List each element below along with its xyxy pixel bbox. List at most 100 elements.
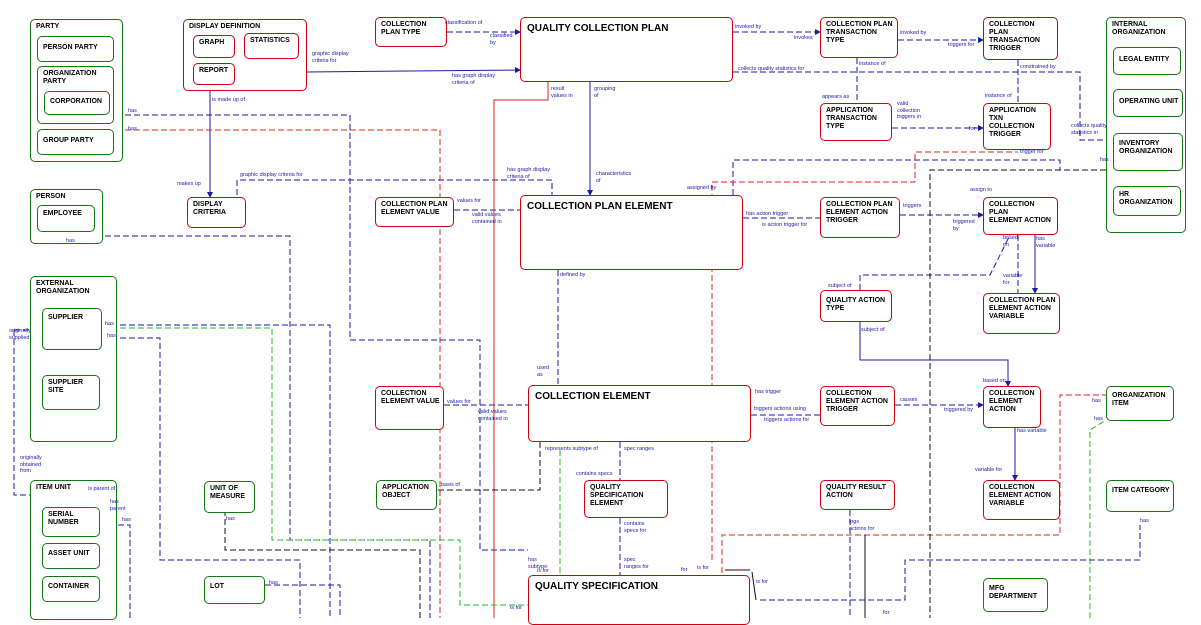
- rel-label: basis of: [441, 482, 460, 488]
- collection-element-value-box[interactable]: COLLECTION ELEMENT VALUE: [375, 386, 444, 430]
- application-txn-collection-trigger-box[interactable]: APPLICATION TXN COLLECTION TRIGGER: [983, 103, 1051, 150]
- rel-label: makes up: [177, 181, 201, 187]
- legal-entity-box[interactable]: LEGAL ENTITY: [1113, 47, 1181, 75]
- application-object-label: APPLICATION OBJECT: [382, 484, 429, 499]
- rel-label: valid collection triggers in: [897, 101, 922, 120]
- quality-action-type-box[interactable]: QUALITY ACTION TYPE: [820, 290, 892, 322]
- collection-element-action-box[interactable]: COLLECTION ELEMENT ACTION: [983, 386, 1041, 428]
- supplier-box[interactable]: SUPPLIER: [42, 308, 102, 350]
- legal-entity-label: LEGAL ENTITY: [1119, 56, 1170, 63]
- rel-label: triggers: [903, 203, 922, 209]
- rel-label: triggered by: [944, 407, 974, 413]
- asset-unit-label: ASSET UNIT: [48, 550, 90, 557]
- supplier-site-box[interactable]: SUPPLIER SITE: [42, 375, 100, 410]
- graph-box[interactable]: GRAPH: [193, 35, 235, 58]
- mfg-department-box[interactable]: MFG DEPARTMENT: [983, 578, 1048, 612]
- rel-label: has variable: [1036, 236, 1056, 249]
- rel-label: originally obtained from: [20, 455, 42, 474]
- collection-plan-transaction-trigger-box[interactable]: COLLECTION PLAN TRANSACTION TRIGGER: [983, 17, 1058, 60]
- rel-label: subject of: [828, 283, 852, 289]
- inventory-organization-box[interactable]: INVENTORY ORGANIZATION: [1113, 133, 1183, 171]
- collection-plan-transaction-type-box[interactable]: COLLECTION PLAN TRANSACTION TYPE: [820, 17, 898, 58]
- rel-label: has: [1092, 398, 1101, 404]
- collection-plan-element-box[interactable]: COLLECTION PLAN ELEMENT: [520, 195, 743, 270]
- employee-label: EMPLOYEE: [43, 210, 82, 217]
- hr-organization-box[interactable]: HR ORGANIZATION: [1113, 186, 1181, 216]
- collection-element-action-variable-box[interactable]: COLLECTION ELEMENT ACTION VARIABLE: [983, 480, 1060, 520]
- rel-label: causes: [900, 397, 918, 403]
- rel-label: originally supplied: [9, 328, 31, 341]
- person-party-label: PERSON PARTY: [43, 44, 98, 51]
- display-criteria-label: DISPLAY CRITERIA: [193, 201, 227, 216]
- rel-label: triggered by: [953, 219, 975, 232]
- rel-label: invoked by: [900, 30, 927, 36]
- rel-label: is action trigger for: [762, 222, 808, 228]
- collection-plan-element-action-variable-box[interactable]: COLLECTION PLAN ELEMENT ACTION VARIABLE: [983, 293, 1060, 334]
- employee-box[interactable]: EMPLOYEE: [37, 205, 95, 232]
- collection-plan-type-label: COLLECTION PLAN TYPE: [381, 21, 427, 36]
- quality-collection-plan-box[interactable]: QUALITY COLLECTION PLAN: [520, 17, 733, 82]
- inventory-organization-label: INVENTORY ORGANIZATION: [1119, 140, 1173, 155]
- application-object-box[interactable]: APPLICATION OBJECT: [376, 480, 437, 510]
- rel-label: values for: [457, 198, 481, 204]
- external-organization-label: EXTERNAL ORGANIZATION: [36, 280, 90, 295]
- rel-label: is parent of: [88, 486, 116, 492]
- quality-specification-label: QUALITY SPECIFICATION: [535, 581, 658, 592]
- rel-label: has: [226, 516, 235, 522]
- person-party-box[interactable]: PERSON PARTY: [37, 36, 114, 62]
- organization-item-box[interactable]: ORGANIZATION ITEM: [1106, 386, 1174, 421]
- rel-label: has: [269, 580, 278, 586]
- collection-plan-transaction-trigger-label: COLLECTION PLAN TRANSACTION TRIGGER: [989, 21, 1040, 52]
- quality-result-action-label: QUALITY RESULT ACTION: [826, 484, 887, 499]
- item-unit-label: ITEM UNIT: [36, 484, 71, 491]
- application-transaction-type-box[interactable]: APPLICATION TRANSACTION TYPE: [820, 103, 892, 141]
- unit-of-measure-label: UNIT OF MEASURE: [210, 485, 246, 500]
- rel-label: has: [128, 108, 137, 114]
- rel-label: has subtype: [528, 557, 548, 570]
- container-box[interactable]: CONTAINER: [42, 576, 100, 602]
- rel-label: triggers actions for: [764, 417, 810, 423]
- quality-specification-box[interactable]: QUALITY SPECIFICATION: [528, 575, 750, 625]
- collection-element-box[interactable]: COLLECTION ELEMENT: [528, 385, 751, 442]
- rel-label: variable for: [975, 467, 1003, 473]
- collection-element-action-trigger-box[interactable]: COLLECTION ELEMENT ACTION TRIGGER: [820, 386, 895, 426]
- serial-number-label: SERIAL NUMBER: [48, 511, 79, 526]
- rel-label: for: [883, 610, 890, 616]
- collection-plan-element-action-trigger-box[interactable]: COLLECTION PLAN ELEMENT ACTION TRIGGER: [820, 197, 900, 238]
- rel-label: is for: [756, 579, 768, 585]
- display-criteria-box[interactable]: DISPLAY CRITERIA: [187, 197, 246, 228]
- rel-label: assign to: [970, 187, 993, 193]
- rel-label: has: [1100, 157, 1109, 163]
- serial-number-box[interactable]: SERIAL NUMBER: [42, 507, 100, 537]
- lot-box[interactable]: LOT: [204, 576, 265, 604]
- report-box[interactable]: REPORT: [193, 63, 235, 85]
- operating-unit-label: OPERATING UNIT: [1119, 98, 1179, 105]
- colored-relationship-lines: [102, 82, 1107, 618]
- rel-label: contains specs for: [624, 521, 647, 534]
- group-party-box[interactable]: GROUP PARTY: [37, 129, 114, 155]
- quality-result-action-box[interactable]: QUALITY RESULT ACTION: [820, 480, 895, 510]
- collection-plan-element-action-box[interactable]: COLLECTION PLAN ELEMENT ACTION: [983, 197, 1058, 235]
- rel-label: has: [128, 126, 137, 132]
- collection-plan-element-value-label: COLLECTION PLAN ELEMENT VALUE: [381, 201, 448, 216]
- rel-label: trigger for: [1020, 149, 1044, 155]
- statistics-box[interactable]: STATISTICS: [244, 33, 299, 59]
- rel-label: for: [969, 126, 976, 132]
- unit-of-measure-box[interactable]: UNIT OF MEASURE: [204, 481, 255, 513]
- application-txn-collection-trigger-label: APPLICATION TXN COLLECTION TRIGGER: [989, 107, 1036, 138]
- rel-label: values for: [447, 399, 471, 405]
- external-organization-box[interactable]: EXTERNAL ORGANIZATION: [30, 276, 117, 442]
- quality-specification-element-box[interactable]: QUALITY SPECIFICATION ELEMENT: [584, 480, 668, 518]
- party-label: PARTY: [36, 23, 60, 30]
- statistics-label: STATISTICS: [250, 37, 290, 44]
- asset-unit-box[interactable]: ASSET UNIT: [42, 543, 100, 569]
- collection-plan-type-box[interactable]: COLLECTION PLAN TYPE: [375, 17, 447, 47]
- rel-label: contains specs: [576, 471, 613, 477]
- corporation-box[interactable]: CORPORATION: [44, 91, 110, 115]
- operating-unit-box[interactable]: OPERATING UNIT: [1113, 89, 1183, 117]
- rel-label: based on: [983, 378, 1006, 384]
- rel-label: characteristics of: [596, 171, 632, 184]
- collection-plan-element-label: COLLECTION PLAN ELEMENT: [527, 201, 673, 212]
- item-category-box[interactable]: ITEM CATEGORY: [1106, 480, 1174, 512]
- collection-plan-element-value-box[interactable]: COLLECTION PLAN ELEMENT VALUE: [375, 197, 454, 227]
